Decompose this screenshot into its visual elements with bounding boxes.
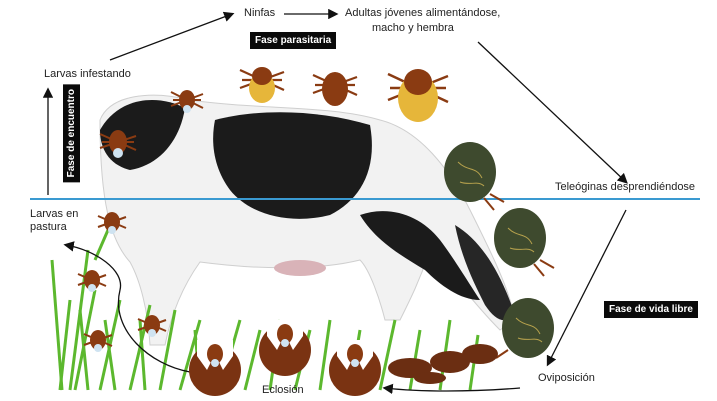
phase-vida-libre-box: Fase de vida libre — [604, 301, 698, 318]
nymph-tick — [240, 67, 284, 103]
label-larvas-pastura-2: pastura — [30, 221, 67, 234]
label-eclosion: Eclosión — [262, 384, 304, 397]
label-teleoginas: Teleóginas desprendiéndose — [555, 181, 695, 194]
label-larvas-infestando: Larvas infestando — [44, 68, 131, 81]
label-adultas-2: macho y hembra — [372, 22, 454, 35]
label-ninfas: Ninfas — [244, 7, 275, 20]
egg-mass — [388, 344, 498, 384]
phase-encuentro-box: Fase de encuentro — [63, 84, 80, 182]
label-oviposicion: Oviposición — [538, 372, 595, 385]
label-larvas-pastura: Larvas en — [30, 208, 78, 221]
phase-parasitaria-box: Fase parasitaria — [250, 32, 336, 49]
cow — [100, 95, 515, 345]
label-adultas: Adultas jóvenes alimentándose, — [345, 7, 500, 20]
adult-tick — [388, 69, 448, 122]
nymph-tick — [313, 72, 357, 106]
